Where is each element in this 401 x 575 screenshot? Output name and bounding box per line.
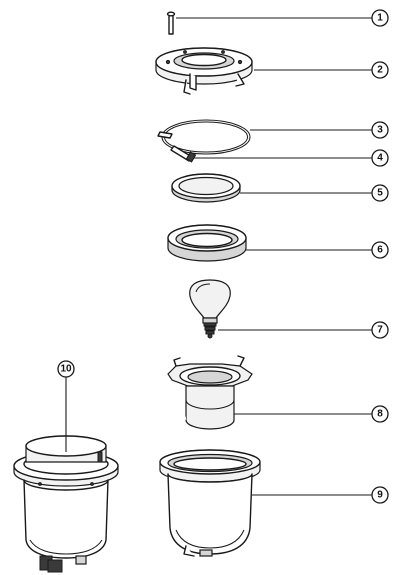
part-5-lens [171, 173, 241, 203]
callout-8: 8 [371, 405, 389, 423]
callout-7-label: 7 [377, 325, 383, 336]
part-4-clamp-screw [170, 145, 197, 163]
callout-4-label: 4 [377, 153, 383, 164]
callout-1: 1 [371, 9, 389, 27]
callout-5: 5 [371, 184, 389, 202]
callout-1-label: 1 [377, 13, 383, 24]
part-10-assembly [13, 435, 119, 573]
callout-10: 10 [57, 360, 75, 378]
callout-2-label: 2 [377, 65, 383, 76]
callout-3: 3 [371, 121, 389, 139]
part-3-clamp-ring [157, 119, 251, 155]
callout-10-label: 10 [60, 364, 72, 375]
part-7-bulb [189, 279, 231, 339]
callout-6: 6 [371, 241, 389, 259]
callout-6-label: 6 [377, 245, 383, 256]
callout-9: 9 [371, 486, 389, 504]
part-8-socket [167, 355, 253, 461]
part-1-screw [166, 11, 176, 35]
part-6-gasket [167, 224, 247, 262]
part-2-top-flange [155, 47, 253, 95]
callout-4: 4 [371, 149, 389, 167]
leader-lines [65, 17, 372, 496]
callout-8-label: 8 [377, 409, 383, 420]
part-9-housing [159, 449, 261, 557]
callout-3-label: 3 [377, 125, 383, 136]
callout-2: 2 [371, 61, 389, 79]
callout-9-label: 9 [377, 490, 383, 501]
callout-5-label: 5 [377, 188, 383, 199]
callout-7: 7 [371, 321, 389, 339]
